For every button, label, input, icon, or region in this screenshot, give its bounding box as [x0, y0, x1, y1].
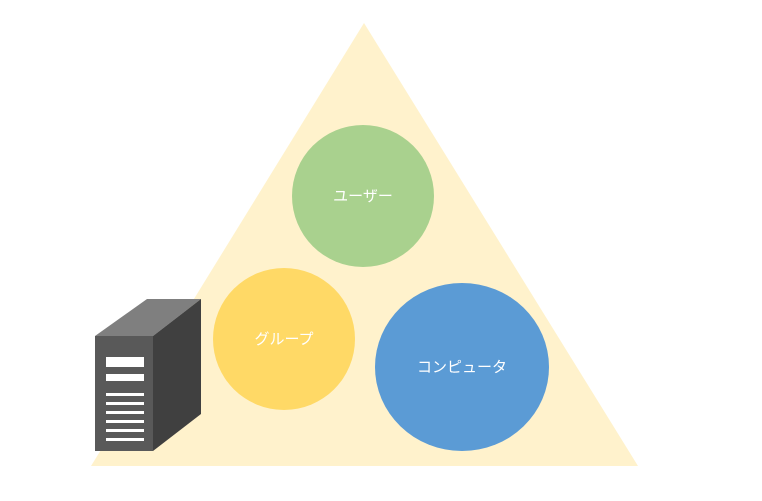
server-vent-line: [106, 402, 144, 405]
server-top-face: [95, 299, 201, 336]
server-vent-line: [106, 429, 144, 432]
server-drive-bay: [106, 357, 144, 367]
server-vent-line: [106, 438, 144, 441]
computer-circle: [375, 283, 549, 451]
group-label: グループ: [254, 330, 313, 348]
node-computer: コンピュータ: [375, 283, 549, 451]
user-circle: [292, 125, 434, 267]
server-drive-bay: [106, 374, 144, 381]
node-user: ユーザー: [292, 125, 434, 267]
server-tower-icon: [95, 299, 201, 451]
group-circle: [213, 268, 355, 410]
server-side-face: [153, 299, 201, 451]
node-group: グループ: [213, 268, 355, 410]
computer-label: コンピュータ: [417, 358, 507, 376]
server-vent-line: [106, 411, 144, 414]
server-vent-line: [106, 393, 144, 396]
user-label: ユーザー: [333, 187, 393, 205]
server-vent-line: [106, 420, 144, 423]
